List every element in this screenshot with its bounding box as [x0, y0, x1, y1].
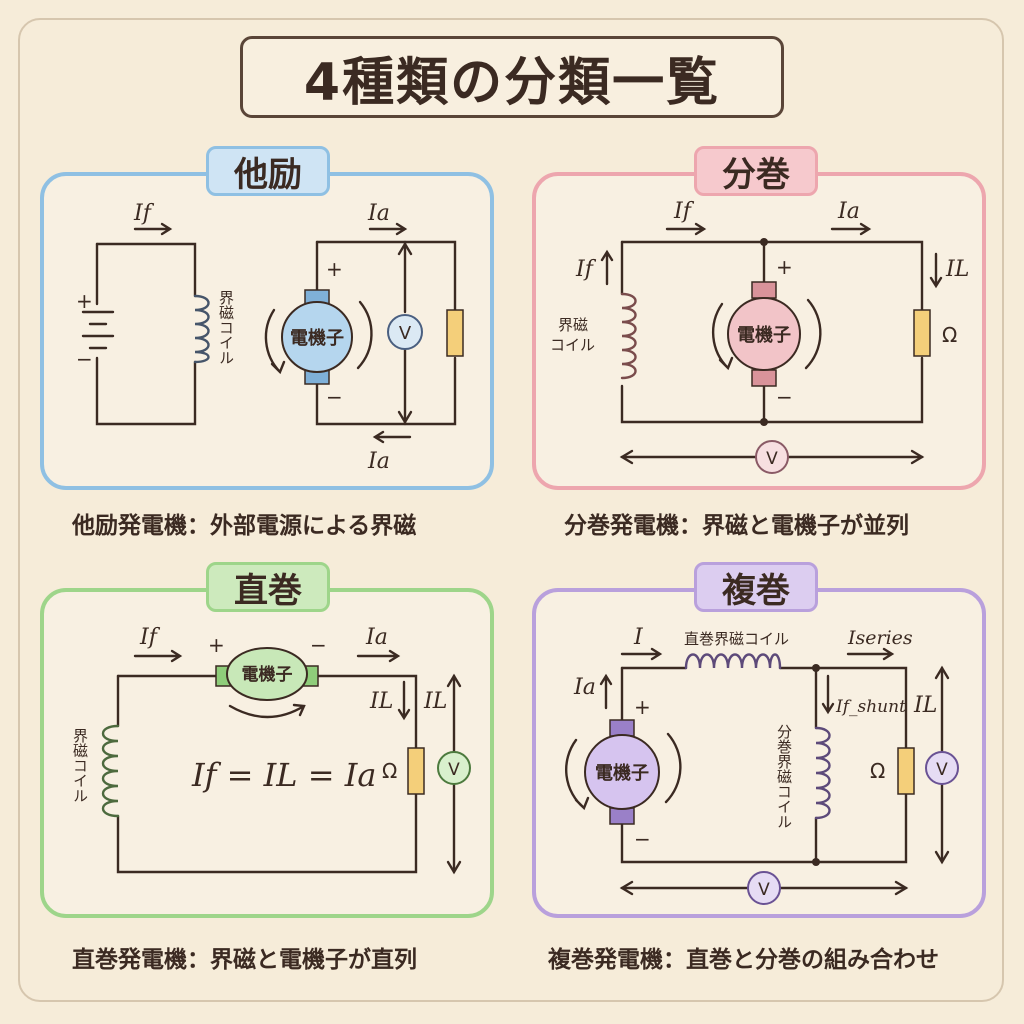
circuit-separately-excited: 電機子 V + − + − If Ia Ia 界磁コイル	[76, 201, 464, 474]
current-top-field-shunt: If	[673, 199, 695, 224]
armature-label-series: 電機子	[242, 664, 293, 685]
circuit-series: 電機子 Ω V + − If Ia IL IL If = IL = Ia 界磁コ…	[71, 625, 471, 875]
voltmeter-right-label-compound: V	[936, 760, 948, 780]
tag-separately-excited: 他励	[206, 146, 330, 196]
current-armature-compound: Ia	[573, 675, 596, 700]
current-load-compound: IL	[913, 693, 937, 718]
battery-minus: −	[76, 347, 93, 371]
coil-label-series: 界磁コイル	[71, 728, 89, 803]
current-right-series: IL	[423, 689, 447, 714]
armature-plus-compound: +	[634, 695, 651, 719]
current-shunt-compound: If_shunt	[835, 697, 906, 717]
circuit-shunt: 電機子 Ω V + − If Ia If IL 界磁 コイル	[550, 199, 969, 474]
armature-label-shunt: 電機子	[737, 324, 791, 346]
voltmeter-label-shunt: V	[766, 449, 778, 469]
current-field-series: If	[139, 625, 161, 650]
voltmeter-separately	[387, 314, 423, 350]
voltmeter-right-compound	[925, 751, 959, 785]
load-label-compound: Ω	[870, 759, 885, 783]
caption-compound: 複巻発電機：直巻と分巻の組み合わせ	[548, 947, 939, 973]
load-resistor-compound	[897, 747, 915, 795]
series-coil-label-compound: 直巻界磁コイル	[684, 630, 789, 648]
caption-separately-excited: 他励発電機：外部電源による界磁	[72, 513, 417, 539]
armature-compound	[584, 734, 660, 810]
load-resistor-series	[407, 747, 425, 795]
caption-shunt: 分巻発電機：界磁と電機子が並列	[564, 513, 909, 539]
tag-shunt: 分巻	[694, 146, 818, 196]
page-title: 4種類の分類一覧	[240, 36, 784, 118]
voltmeter-shunt	[755, 440, 789, 474]
armature-minus: −	[326, 385, 343, 409]
load-label-shunt: Ω	[942, 323, 957, 347]
armature-label-compound: 電機子	[595, 762, 649, 784]
coil-label-separately: 界磁コイル	[217, 290, 235, 365]
voltmeter-series	[437, 751, 471, 785]
outer-frame	[18, 18, 1004, 1002]
armature-label-separately: 電機子	[290, 327, 344, 349]
shunt-coil-label-compound: 分巻界磁コイル	[775, 724, 793, 829]
current-total-compound: I	[633, 625, 644, 650]
load-label-series: Ω	[382, 759, 397, 783]
voltmeter-bottom-label-compound: V	[758, 880, 770, 900]
armature-minus-shunt: −	[776, 385, 793, 409]
armature-plus-shunt: +	[776, 255, 793, 279]
load-resistor-shunt	[913, 309, 931, 357]
load-resistor-separately	[446, 309, 464, 357]
tag-compound: 複巻	[694, 562, 818, 612]
current-armature-series: Ia	[365, 625, 388, 650]
current-load-shunt: IL	[945, 257, 969, 282]
voltmeter-label-series: V	[448, 760, 460, 780]
caption-series: 直巻発電機：界磁と電機子が直列	[72, 947, 417, 973]
voltmeter-bottom-compound	[747, 871, 781, 905]
current-load-series: IL	[369, 689, 393, 714]
current-left-field-shunt: If	[575, 257, 597, 282]
coil-label-line1-shunt: 界磁	[558, 316, 588, 334]
armature-shunt	[727, 297, 801, 371]
armature-series	[226, 647, 308, 701]
armature-plus: +	[326, 257, 343, 281]
armature-minus-compound: −	[634, 827, 651, 851]
current-armature-bottom-separately: Ia	[367, 449, 390, 474]
current-armature-top-separately: Ia	[367, 201, 390, 226]
current-series-compound: Iseries	[847, 627, 913, 649]
equation-series: If = IL = Ia	[191, 756, 376, 794]
armature-minus-series: −	[310, 633, 327, 657]
coil-label-line2-shunt: コイル	[550, 336, 595, 354]
current-armature-shunt: Ia	[837, 199, 860, 224]
voltmeter-label-separately: V	[399, 323, 412, 344]
armature-separately	[281, 301, 353, 373]
circuit-compound: 電機子 Ω V V + − I Iseries Ia If_shunt IL 直…	[565, 625, 959, 905]
armature-plus-series: +	[208, 633, 225, 657]
battery-plus: +	[76, 289, 93, 313]
tag-series: 直巻	[206, 562, 330, 612]
current-field-separately: If	[133, 201, 155, 226]
